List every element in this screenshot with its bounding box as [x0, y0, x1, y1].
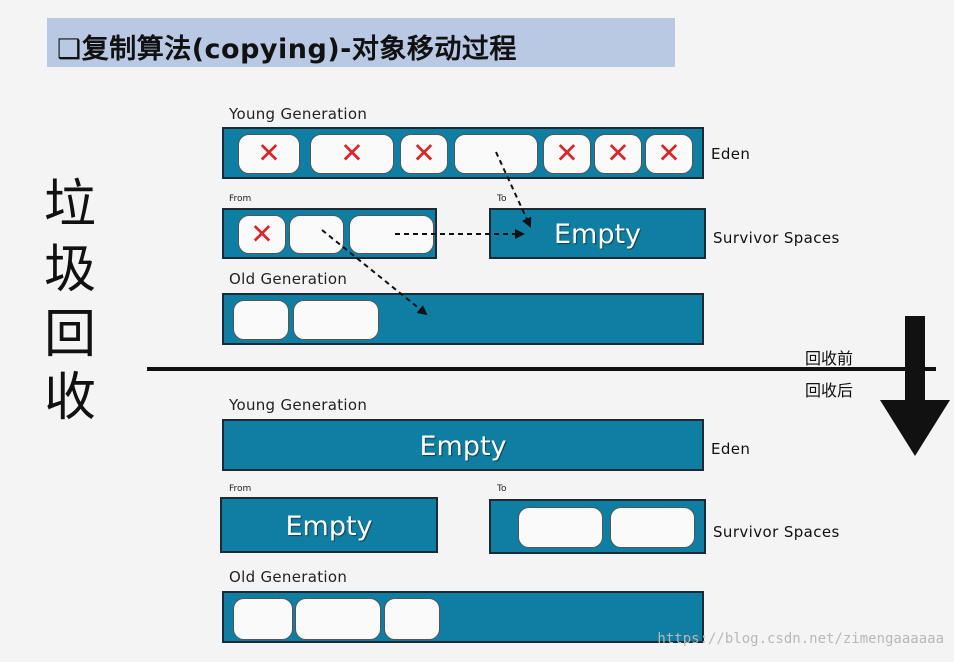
dead-x-icon: ✕: [657, 136, 681, 170]
down-arrow-icon: [880, 316, 950, 456]
old-object: [233, 300, 289, 340]
eden-object-dead: ✕: [238, 134, 300, 174]
after-gc-label: 回收后: [805, 381, 854, 400]
after-eden-empty-text: Empty: [419, 431, 507, 462]
eden-object-dead: ✕: [645, 134, 693, 174]
before-to-survivor-region: Empty: [489, 208, 706, 259]
after-eden-label: Eden: [711, 440, 751, 458]
side-char-3: 回: [43, 305, 96, 365]
eden-object-dead: ✕: [400, 134, 448, 174]
before-eden-label: Eden: [711, 145, 751, 163]
from-object-live: [289, 215, 344, 254]
side-char-2: 圾: [43, 240, 96, 300]
from-to-old-arrow: [321, 229, 428, 316]
after-to-label: To: [497, 484, 507, 494]
dead-x-icon: ✕: [555, 136, 579, 170]
watermark: https://blog.csdn.net/zimengaaaaaa: [657, 631, 944, 647]
dead-x-icon: ✕: [340, 136, 364, 170]
after-old-generation-label: Old Generation: [229, 568, 348, 586]
old-object: [295, 598, 381, 640]
side-char-4: 收: [43, 368, 96, 428]
dead-x-icon: ✕: [606, 136, 630, 170]
before-from-label: From: [229, 194, 252, 204]
before-after-divider: [147, 367, 936, 371]
old-object: [293, 300, 379, 340]
from-object-dead: ✕: [238, 215, 286, 254]
to-object-survived: [610, 507, 695, 548]
page-title: ❑复制算法(copying)-对象移动过程: [57, 34, 517, 65]
eden-object-dead: ✕: [543, 134, 591, 174]
dead-x-icon: ✕: [250, 216, 274, 250]
to-object-survived: [518, 507, 603, 548]
after-old-region: [222, 591, 704, 643]
eden-object-dead: ✕: [310, 134, 394, 174]
before-to-empty-text: Empty: [553, 219, 642, 250]
before-young-generation-label: Young Generation: [229, 105, 368, 123]
eden-to-survivor-arrow: [495, 151, 532, 228]
eden-object-dead: ✕: [594, 134, 642, 174]
after-to-survivor-region: [489, 499, 706, 554]
after-from-empty-text: Empty: [285, 511, 373, 542]
after-survivor-spaces-label: Survivor Spaces: [713, 523, 840, 541]
after-young-generation-label: Young Generation: [229, 396, 368, 414]
title-bar: [47, 18, 675, 67]
after-eden-region: Empty: [222, 419, 704, 471]
before-survivor-spaces-label: Survivor Spaces: [713, 229, 840, 247]
before-eden-region: ✕ ✕ ✕ ✕ ✕ ✕: [222, 127, 704, 179]
old-object-promoted: [384, 598, 440, 640]
before-old-region: [222, 293, 704, 345]
old-object: [233, 598, 293, 640]
dead-x-icon: ✕: [257, 136, 281, 170]
before-to-label: To: [497, 194, 507, 204]
from-object-live: [349, 215, 434, 254]
dead-x-icon: ✕: [412, 136, 436, 170]
before-old-generation-label: Old Generation: [229, 270, 348, 288]
before-gc-label: 回收前: [805, 349, 854, 368]
side-char-1: 垃: [43, 175, 96, 235]
after-from-survivor-region: Empty: [220, 497, 438, 553]
after-from-label: From: [229, 484, 252, 494]
